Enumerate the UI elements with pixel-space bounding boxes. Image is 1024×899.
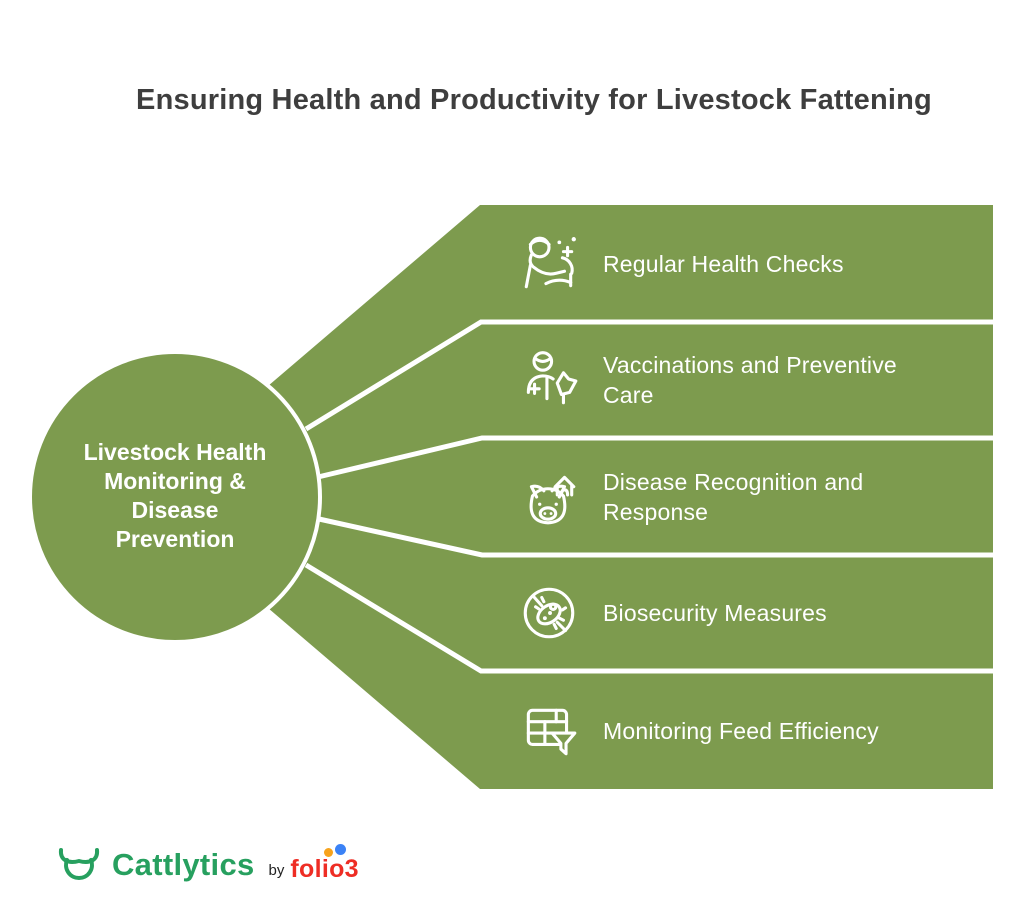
health-check-icon xyxy=(524,236,576,288)
folio3-orange-dot xyxy=(324,847,334,857)
folio3-name: folio3 xyxy=(290,854,359,883)
footer-logo: Cattlytics by folio3 xyxy=(56,840,359,890)
divider-line-1 xyxy=(304,319,993,432)
by-text: by xyxy=(268,861,285,879)
pig-house-icon xyxy=(529,475,576,524)
vaccination-care-icon xyxy=(526,351,578,405)
item-label: Vaccinations and Preventive Care xyxy=(603,352,897,408)
divider-line-4 xyxy=(304,562,993,674)
no-bacteria-icon xyxy=(523,587,575,639)
fan-shape xyxy=(268,205,993,789)
item-label: Monitoring Feed Efficiency xyxy=(603,718,879,744)
item-vaccinations: Vaccinations and Preventive Care xyxy=(517,324,987,436)
item-label: Regular Health Checks xyxy=(603,250,844,277)
folio3-blue-dot xyxy=(335,843,347,855)
feed-table-funnel-icon xyxy=(526,708,577,756)
item-label: Biosecurity Measures xyxy=(603,600,827,626)
center-circle-label: Livestock Health Monitoring & Disease Pr… xyxy=(83,439,267,552)
item-biosecurity: Biosecurity Measures xyxy=(517,557,987,669)
center-circle xyxy=(28,350,322,644)
brand-name: Cattlytics xyxy=(112,847,255,882)
folio3-logo: folio3 xyxy=(290,843,359,884)
divider-line-3 xyxy=(318,516,993,558)
item-feed-efficiency: Monitoring Feed Efficiency xyxy=(517,673,987,789)
item-label: Disease Recognition and Response xyxy=(603,468,864,525)
item-regular-health-checks: Regular Health Checks xyxy=(517,205,987,322)
item-disease-recognition: Disease Recognition and Response xyxy=(517,440,987,553)
divider-line-2 xyxy=(317,435,993,480)
page-title: Ensuring Health and Productivity for Liv… xyxy=(136,84,932,116)
cattlytics-bull-icon xyxy=(58,848,100,880)
